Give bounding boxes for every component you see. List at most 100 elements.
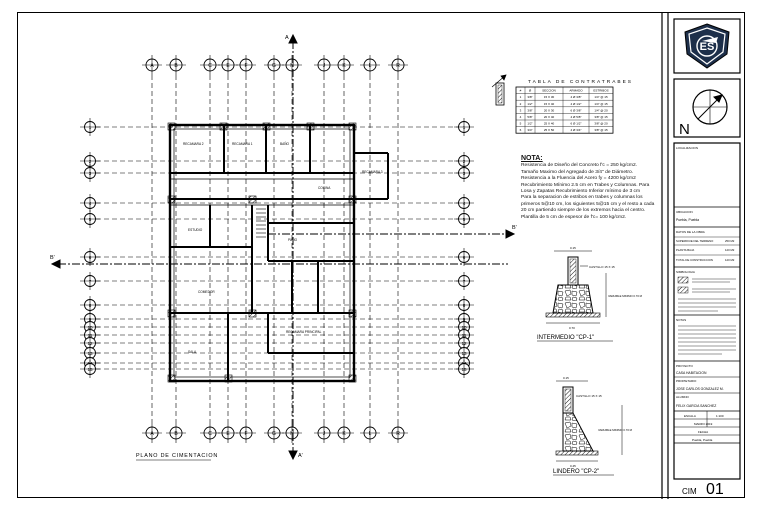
- section-mark-b-left: B': [50, 255, 55, 261]
- table-cell: 1/4" @ 15: [594, 102, 608, 106]
- axis-number: 3: [89, 171, 92, 176]
- axis-bubble-4-right: 4: [454, 194, 474, 212]
- table-title: TABLA DE CONTRATRABES: [528, 79, 633, 85]
- room-label: BAÑO: [280, 141, 290, 146]
- foundation-walls: [167, 122, 389, 383]
- axis-bubble-7-right: 7: [454, 272, 474, 290]
- axis-number: 7: [463, 279, 466, 284]
- axis-number: 6: [463, 255, 466, 260]
- section-mark-b-right: B': [512, 225, 517, 231]
- axis-bubble-r-top: R: [388, 55, 408, 75]
- axis-bubble-15-right: 15: [454, 360, 474, 378]
- escala-label: ESCALA: [684, 414, 696, 418]
- axis-letter: C: [208, 63, 212, 69]
- axis-bubble-c-bottom: C: [200, 423, 220, 443]
- section-propietario: PROPIETARIO: [676, 379, 697, 383]
- axis-number: 2: [463, 159, 466, 164]
- axis-bubble-4-left: 4: [80, 194, 100, 212]
- cp2-label-depth: VARIABLE MINIMO 0.70 M: [598, 428, 633, 432]
- axis-bubble-5-right: 5: [454, 210, 474, 228]
- table-cell: 4 Ø 3/4": [571, 128, 582, 132]
- room-label: COMEDOR: [198, 290, 215, 294]
- axis-letter: J: [323, 63, 326, 69]
- axis-number: 8: [89, 303, 92, 308]
- axis-number: 8: [463, 303, 466, 308]
- nota-line: Recubrimiento Mínimo 2.5 cm en Trabes y …: [521, 182, 650, 188]
- axis-bubble-e-top: E: [218, 55, 238, 75]
- escala-value: 1:100: [716, 414, 724, 418]
- axis-bubble-a-bottom: A: [142, 423, 162, 443]
- cp1-title: INTERMEDIO "CP-1": [537, 335, 594, 341]
- axis-letter: K: [342, 431, 346, 437]
- axis-number: 15: [461, 367, 467, 372]
- title-block: [661, 13, 741, 499]
- axis-bubble-e-bottom: E: [218, 423, 238, 443]
- axis-number: 12: [87, 341, 93, 346]
- fecha-label: FECHA: [698, 430, 708, 434]
- table-cell: 1/2": [527, 102, 532, 106]
- section-simbologia: SIMBOLOGIA: [676, 270, 695, 274]
- axis-bubble-b-top: B: [166, 55, 186, 75]
- table-north-arrow-icon: [491, 74, 507, 106]
- table-cell: 6 Ø 1/2": [571, 122, 582, 126]
- detail-cp1: [545, 250, 607, 324]
- table-cell: 2: [520, 102, 522, 106]
- axis-number: 2: [89, 159, 92, 164]
- cp1-label-column: CASTILLO 15 X 15: [589, 265, 615, 269]
- room-label: SALA: [188, 350, 197, 354]
- logo-text: ES: [700, 41, 715, 53]
- cp1-label-depth: VARIABLE MINIMO 0.70 M: [608, 294, 643, 298]
- alumno-value: FELIX GARCIA SANCHEZ: [676, 404, 716, 408]
- axis-bubble-k-top: K: [334, 55, 354, 75]
- table-cell: 4: [520, 115, 522, 119]
- section-mark-a-bottom: A': [298, 453, 303, 459]
- table-cell: 4 Ø 3/8": [571, 95, 582, 99]
- table-cell: 25 X 40: [544, 122, 555, 126]
- axis-bubble-l-top: L: [360, 55, 380, 75]
- table-cell: 3/8": [527, 108, 532, 112]
- table-cell: 1/4" @ 20: [594, 108, 608, 112]
- axis-bubble-1-right: 1: [454, 118, 474, 136]
- axis-letter: E: [226, 431, 230, 437]
- room-label: RECAMARA 3: [362, 170, 383, 174]
- table-cell: 1/2": [527, 122, 532, 126]
- detail-cp2: [555, 380, 623, 462]
- axis-bubble-j-bottom: J: [314, 423, 334, 443]
- axis-bubble-h-bottom: H: [282, 423, 302, 443]
- section-proyecto: PROYECTO: [676, 364, 693, 368]
- section-notas: NOTAS: [676, 318, 686, 322]
- room-label: ESTUDIO: [188, 228, 203, 232]
- table-cell: 3/8" @ 20: [594, 122, 608, 126]
- axis-letter: H: [290, 431, 294, 437]
- row-planta-baja: PLANTA BAJA: [676, 248, 694, 252]
- axis-bubble-j-top: J: [314, 55, 334, 75]
- axis-bubble-l-bottom: L: [360, 423, 380, 443]
- axis-number: 5: [463, 217, 466, 222]
- table-header-cell: ARMADO: [569, 89, 583, 93]
- section-alumno: ALUMNO: [676, 395, 690, 399]
- axis-bubble-k-bottom: K: [334, 423, 354, 443]
- axis-letter: C: [208, 431, 212, 437]
- logo-shield-icon: ES: [684, 23, 730, 69]
- axis-bubble-3-left: 3: [80, 164, 100, 182]
- fecha-value: MARZO 2019: [694, 422, 713, 426]
- section-datos: DATOS DE LA OBRA: [676, 230, 705, 234]
- table-cell: 4 Ø 5/8": [571, 115, 582, 119]
- nota-title: NOTA:: [521, 155, 543, 162]
- axis-letter: G: [272, 63, 276, 69]
- axis-bubble-g-top: G: [264, 55, 284, 75]
- axis-number: 13: [461, 351, 467, 356]
- axis-bubble-f-bottom: F: [236, 423, 256, 443]
- axis-letter: L: [369, 63, 372, 69]
- axis-number: 12: [461, 341, 467, 346]
- axis-bubble-6-left: 6: [80, 248, 100, 266]
- nota-line: Losa y Zapatas Recubrimiento Inferior mí…: [521, 189, 641, 195]
- axis-letter: A: [150, 431, 154, 437]
- ubicacion-value: Puebla, Puebla: [676, 218, 699, 222]
- axis-letter: B: [174, 431, 178, 437]
- foundation-plan-drawing: RECAMARA 2 RECAMARA 1 BAÑO RECAMARA 3 CO…: [50, 13, 741, 499]
- axis-grid-lines: [96, 75, 458, 423]
- axis-bubble-c-top: C: [200, 55, 220, 75]
- outer-foundation-outline: [168, 123, 356, 383]
- drawing-number: 01: [706, 481, 724, 498]
